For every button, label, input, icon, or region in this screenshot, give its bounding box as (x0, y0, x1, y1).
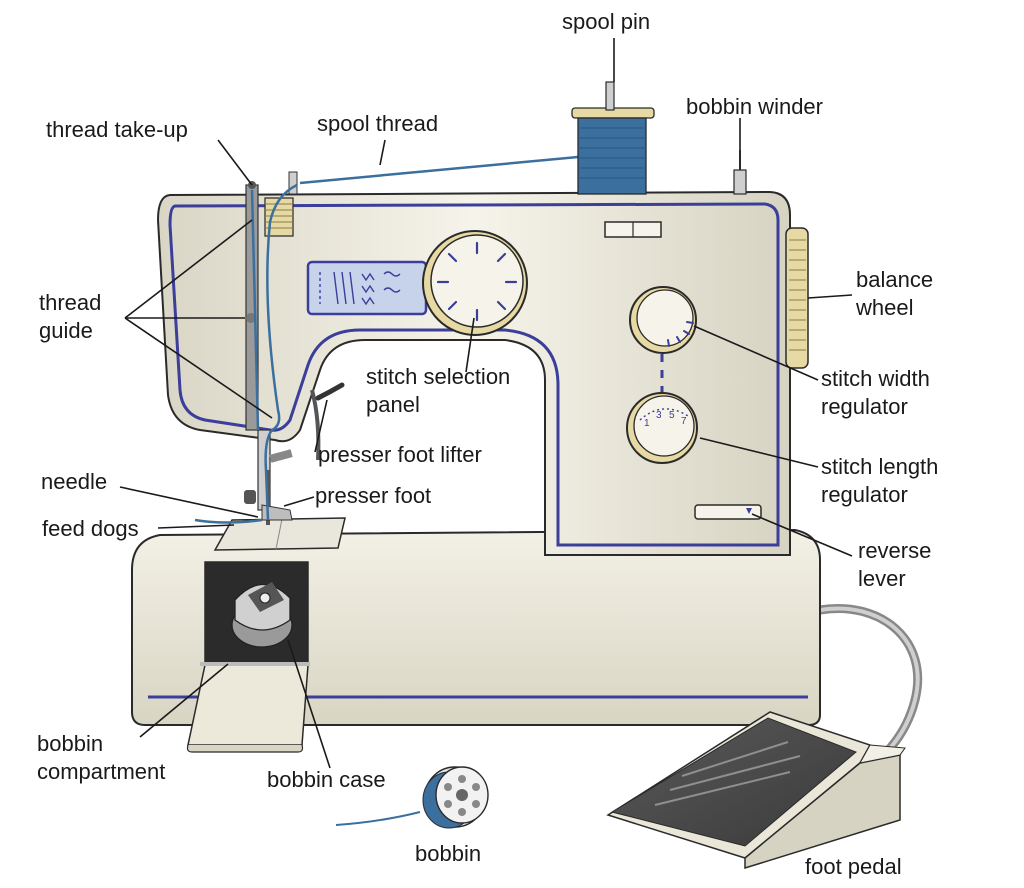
label-needle: needle (41, 469, 108, 494)
label-reverse-lever-line2: lever (858, 566, 906, 591)
stitch-pattern-display (306, 260, 428, 316)
label-bobbin: bobbin (415, 841, 482, 866)
stitch-width-dial[interactable] (629, 286, 697, 354)
label-presser-foot-lifter: presser foot lifter (318, 442, 482, 467)
needle-plate (213, 517, 346, 551)
label-reverse-lever-line1: reverse (858, 538, 932, 563)
label-bobbin-compartment-line2: compartment (37, 759, 166, 784)
label-stitch-selection-panel-line2: panel (366, 392, 420, 417)
label-stitch-width-regulator-line2: regulator (821, 394, 908, 419)
reverse-lever-button[interactable] (694, 504, 762, 520)
label-stitch-length-regulator-line2: regulator (821, 482, 908, 507)
bobbin-shape (335, 766, 489, 829)
label-thread-take-up: thread take-up (46, 117, 188, 142)
label-thread-guide-line1: thread (39, 290, 102, 315)
label-spool-pin: spool pin (562, 9, 651, 34)
stitch-length-dial[interactable] (626, 392, 698, 464)
label-presser-foot: presser foot (315, 483, 432, 508)
label-stitch-length-regulator-line1: stitch length (821, 454, 939, 479)
label-bobbin-winder: bobbin winder (686, 94, 823, 119)
label-bobbin-compartment-line1: bobbin (37, 731, 104, 756)
label-stitch-width-regulator-line1: stitch width (821, 366, 930, 391)
label-balance-wheel-line1: balance (856, 267, 934, 292)
stitch-selection-dial[interactable] (422, 230, 528, 336)
label-feed-dogs: feed dogs (42, 516, 139, 541)
foot-pedal-shape[interactable] (606, 711, 906, 870)
label-stitch-selection-panel-line1: stitch selection (366, 364, 511, 389)
dial-number-1: 1 (644, 418, 650, 429)
label-spool-thread: spool thread (317, 111, 439, 136)
dial-number-3: 3 (656, 410, 662, 421)
label-bobbin-case: bobbin case (267, 767, 386, 792)
dial-number-7: 7 (681, 416, 687, 427)
balance-wheel[interactable] (785, 227, 809, 369)
label-foot-pedal: foot pedal (805, 854, 902, 879)
dial-number-5: 5 (669, 410, 675, 421)
label-thread-guide-line2: guide (39, 318, 93, 343)
leader-lines (119, 38, 853, 769)
bobbin-case-shape (231, 582, 293, 648)
bobbin-winder-pin (733, 169, 747, 195)
thread-spool (571, 81, 655, 195)
label-balance-wheel-line2: wheel (856, 295, 914, 320)
